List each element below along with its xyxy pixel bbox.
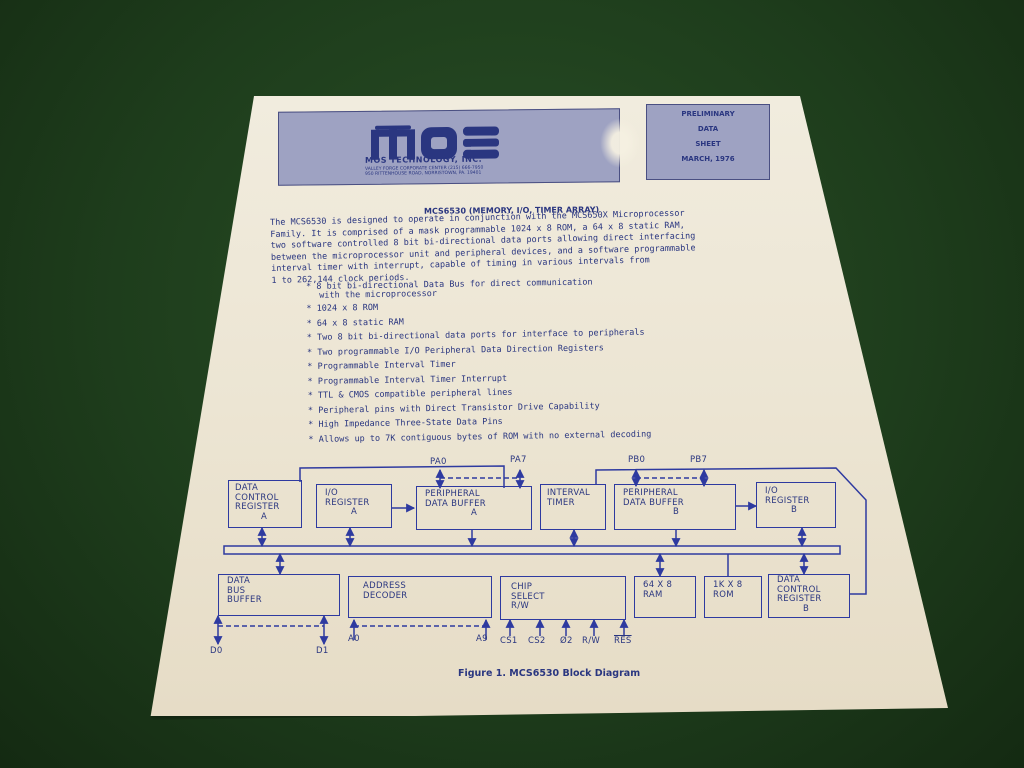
block-label: I/O <box>325 488 338 498</box>
block-label: DATA BUFFER <box>425 498 487 509</box>
block-label: BUFFER <box>227 595 262 605</box>
data-control-register-b: DATA CONTROL REGISTER B <box>768 574 850 618</box>
block-label: INTERVAL <box>547 488 591 498</box>
block-label: CONTROL <box>777 584 821 595</box>
block-label: A <box>351 507 358 517</box>
io-register-a: I/O REGISTER A <box>316 484 392 528</box>
prelim-line: SHEET <box>695 140 721 148</box>
mos-logo-icon <box>371 125 499 160</box>
pin-res: RES <box>614 636 632 646</box>
paper-stain <box>600 118 640 168</box>
prelim-line: DATA <box>697 125 719 133</box>
block-label: A <box>471 508 478 518</box>
ram-block: 64 X 8 RAM <box>634 576 696 618</box>
pin-d0: D0 <box>210 646 223 656</box>
io-register-b: I/O REGISTER B <box>756 482 836 528</box>
block-label: DECODER <box>363 590 408 601</box>
block-label: SELECT <box>511 591 545 602</box>
block-label: REGISTER <box>235 502 280 512</box>
pin-d1: D1 <box>316 646 329 656</box>
pin-a9: A9 <box>476 634 488 644</box>
pin-rw: R/W <box>582 636 601 646</box>
company-address: VALLEY FORGE CORPORATE CENTER (215) 666-… <box>365 165 565 177</box>
block-label: BUS <box>227 585 246 596</box>
block-label: R/W <box>511 601 530 611</box>
block-label: 64 X 8 <box>643 580 673 590</box>
company-name: MOS TECHNOLOGY, INC. <box>365 154 483 165</box>
block-label: REGISTER <box>777 594 822 604</box>
address-line: 950 RITTENHOUSE ROAD, NORRISTOWN, PA. 19… <box>365 170 482 177</box>
block-label: B <box>791 505 798 515</box>
block-label: 1K X 8 <box>713 580 743 590</box>
block-label: DATA <box>777 575 801 585</box>
pin-phi2: Ø2 <box>560 636 573 646</box>
block-label: DATA <box>235 483 259 493</box>
block-label: REGISTER <box>765 495 810 506</box>
block-label: PERIPHERAL <box>425 489 480 499</box>
interval-timer: INTERVAL TIMER <box>540 484 606 530</box>
block-label: RAM <box>643 589 663 600</box>
block-label: B <box>803 603 810 614</box>
block-label: ROM <box>713 589 734 600</box>
prelim-line: MARCH, 1976 <box>681 155 735 163</box>
pin-cs1: CS1 <box>500 636 518 646</box>
pin-cs2: CS2 <box>528 636 546 646</box>
block-label: B <box>673 507 680 517</box>
pin-pa7: PA7 <box>510 455 527 465</box>
pin-pb7: PB7 <box>690 455 708 465</box>
pin-pb0: PB0 <box>628 455 646 465</box>
address-decoder: ADDRESS DECODER <box>348 576 492 618</box>
block-label: DATA <box>227 576 251 586</box>
block-label: CHIP <box>511 582 533 592</box>
block-label: CONTROL <box>235 492 279 503</box>
chip-select-rw: CHIP SELECT R/W <box>500 576 626 620</box>
block-label: ADDRESS <box>363 581 407 591</box>
peripheral-data-buffer-b: PERIPHERAL DATA BUFFER B <box>614 484 736 530</box>
block-label: PERIPHERAL <box>623 488 678 498</box>
data-control-register-a: DATA CONTROL REGISTER A <box>228 480 302 528</box>
rom-block: 1K X 8 ROM <box>704 576 762 618</box>
pin-pa0: PA0 <box>430 457 447 467</box>
block-label: I/O <box>765 486 778 496</box>
preliminary-box: PRELIMINARY DATA SHEET MARCH, 1976 <box>646 104 770 180</box>
figure-caption: Figure 1. MCS6530 Block Diagram <box>458 668 641 679</box>
peripheral-data-buffer-a: PERIPHERAL DATA BUFFER A <box>416 486 532 530</box>
mos-header-box: MOS TECHNOLOGY, INC. VALLEY FORGE CORPOR… <box>278 108 620 186</box>
block-label: TIMER <box>547 497 575 508</box>
pin-a0: A0 <box>348 634 360 644</box>
prelim-line: PRELIMINARY <box>681 110 735 118</box>
data-bus-buffer: DATA BUS BUFFER <box>218 574 340 616</box>
feature-list: * 8 bit bi-directional Data Bus for dire… <box>306 275 769 447</box>
block-label: REGISTER <box>325 497 370 508</box>
block-label: A <box>261 511 268 522</box>
block-label: DATA BUFFER <box>623 497 685 508</box>
paper-sheet <box>150 96 948 716</box>
